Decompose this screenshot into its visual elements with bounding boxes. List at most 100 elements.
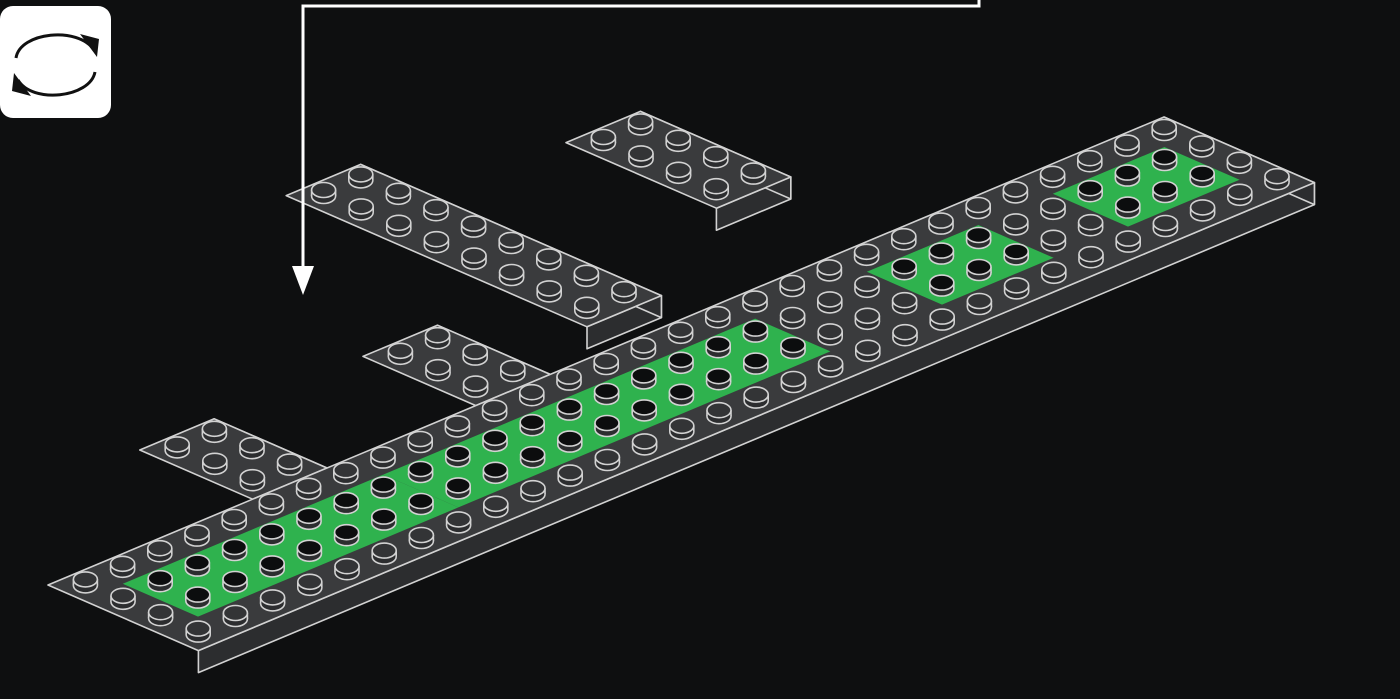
stud — [819, 356, 843, 377]
stud — [744, 353, 768, 374]
stud — [388, 343, 412, 364]
stud — [240, 470, 264, 491]
stud — [1190, 136, 1214, 157]
stud — [222, 510, 246, 531]
stud — [1227, 152, 1251, 173]
stud — [558, 465, 582, 486]
stud — [223, 572, 247, 593]
stud — [409, 528, 433, 549]
stud — [260, 556, 284, 577]
stud — [595, 450, 619, 471]
stud — [1153, 150, 1177, 171]
stud — [462, 216, 486, 237]
stud — [483, 462, 507, 483]
stud — [334, 463, 358, 484]
stud — [464, 376, 488, 397]
stud — [111, 556, 135, 577]
stud — [349, 167, 373, 188]
stud — [424, 232, 448, 253]
stud — [349, 199, 373, 220]
stud — [633, 434, 657, 455]
stud — [463, 344, 487, 365]
stud — [707, 369, 731, 390]
stud — [892, 259, 916, 280]
stud — [612, 282, 636, 303]
stud — [706, 307, 730, 328]
stud — [371, 447, 395, 468]
stud — [557, 399, 581, 420]
stud — [521, 481, 545, 502]
stud — [1041, 166, 1065, 187]
stud — [741, 163, 765, 184]
stud — [1004, 214, 1028, 235]
stud — [240, 438, 264, 459]
stud — [1003, 182, 1027, 203]
stud — [855, 276, 879, 297]
stud — [632, 368, 656, 389]
stud — [278, 454, 302, 475]
stud — [484, 496, 508, 517]
stud — [930, 309, 954, 330]
stud — [149, 605, 173, 626]
stud — [856, 340, 880, 361]
stud — [855, 308, 879, 329]
stud — [893, 325, 917, 346]
stud — [203, 453, 227, 474]
stud — [372, 543, 396, 564]
stud — [73, 572, 97, 593]
stud — [1041, 230, 1065, 251]
stud — [781, 308, 805, 329]
stud — [743, 291, 767, 312]
stud — [1115, 165, 1139, 186]
stud — [165, 437, 189, 458]
stud — [707, 403, 731, 424]
stud — [557, 369, 581, 390]
stud — [780, 276, 804, 297]
stud — [426, 360, 450, 381]
stud — [670, 418, 694, 439]
stud — [386, 183, 410, 204]
stud — [930, 275, 954, 296]
stud — [1041, 198, 1065, 219]
stud — [297, 508, 321, 529]
stud — [669, 352, 693, 373]
stud — [632, 400, 656, 421]
stud — [185, 555, 209, 576]
stud — [967, 260, 991, 281]
stud — [111, 588, 135, 609]
stud — [929, 213, 953, 234]
stud — [781, 338, 805, 359]
stud — [521, 447, 545, 468]
stud — [202, 421, 226, 442]
stud — [462, 248, 486, 269]
stud — [520, 415, 544, 436]
stud — [1079, 247, 1103, 268]
stud — [1042, 262, 1066, 283]
stud — [669, 322, 693, 343]
stud — [595, 384, 619, 405]
stud — [1153, 182, 1177, 203]
stud — [312, 183, 336, 204]
stud — [409, 462, 433, 483]
arm-brick-3 — [286, 164, 661, 348]
stud — [446, 446, 470, 467]
stud — [297, 478, 321, 499]
stud — [967, 294, 991, 315]
stud — [855, 244, 879, 265]
stud — [298, 574, 322, 595]
stud — [743, 321, 767, 342]
stud — [259, 494, 283, 515]
stud — [447, 512, 471, 533]
stud — [575, 297, 599, 318]
stud — [297, 540, 321, 561]
stud — [1115, 135, 1139, 156]
stud — [223, 540, 247, 561]
stud — [929, 243, 953, 264]
stud — [1116, 197, 1140, 218]
stud — [501, 361, 525, 382]
stud — [1078, 181, 1102, 202]
stud — [892, 229, 916, 250]
stud — [148, 571, 172, 592]
stud — [1005, 278, 1029, 299]
